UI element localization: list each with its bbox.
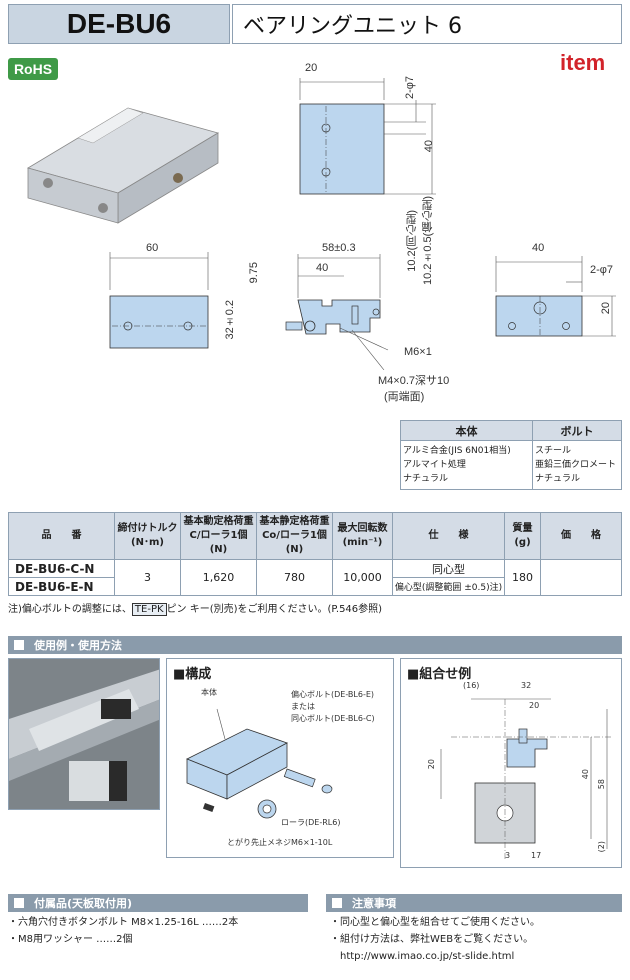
side-view-975-dim: 9.75 [248,262,260,284]
right-view-width-dim: 40 [532,242,545,254]
combination-panel: ■組合せ例 (16) 32 20 20 40 58 3 17 (2) [400,658,622,868]
side-view-m6-label: M6×1 [404,346,432,358]
structure-label-screw: とがり先止メネジM6×1-10L [227,838,333,847]
combo-dim-17: 17 [531,851,542,860]
cautions-section-bar: 注意事項 [326,894,622,912]
spec-price [540,559,622,596]
combination-title: ■組合せ例 [407,667,472,682]
spec-header-mass: 質量(g) [504,512,541,560]
spec-part-c: DE-BU6-C-N [8,559,115,578]
caution-item: ・組付け方法は、弊社WEBをご覧ください。 [330,934,534,945]
accessories-section-bar: 付属品(天板取付用) [8,894,308,912]
material-body-cell: アルミ合金(JIS 6N01相当) アルマイト処理 ナチュラル [400,440,533,490]
material-bolt-cell: スチール 亜鉛三価クロメート ナチュラル [532,440,622,490]
product-3d-illustration [26,107,220,224]
accessories-list: ・六角穴付きボタンボルト M8×1.25-16L ……2本 ・M8用ワッシャー … [8,914,238,948]
structure-exploded-view [186,708,333,819]
spec-type-e: 偏心型(調整範囲 ±0.5)注) [392,577,505,596]
combo-dim-16: (16) [463,681,480,690]
side-view-58-dim: 58±0.3 [322,242,356,254]
spec-header-stat: 基本静定格荷重 Co/ローラ1個(N) [256,512,333,560]
side-view-drawing [285,254,389,370]
combo-dim-32: 32 [521,681,532,690]
spec-header-part: 品 番 [8,512,115,560]
material-table: 本体 ボルト アルミ合金(JIS 6N01相当) アルマイト処理 ナチュラル ス… [400,420,622,490]
side-view-102a-dim: 10.2(同心型) [406,210,418,272]
rohs-badge: RoHS [8,58,58,80]
side-view-m4-note: (両端面) [384,391,425,403]
spec-torque: 3 [114,559,181,596]
product-name: ベアリングユニット 6 [232,4,622,44]
spec-stat: 780 [256,559,333,596]
structure-label-roller: ローラ(DE-RL6) [281,818,341,827]
spec-rpm: 10,000 [332,559,393,596]
combo-dim-20: 20 [529,701,540,710]
tepk-link[interactable]: TE-PK [131,603,167,616]
cautions-list: ・同心型と偏心型を組合せてご使用ください。 ・組付け方法は、弊社WEBをご覧くだ… [330,914,540,965]
right-view-drawing [495,256,616,337]
structure-label-bolt-c: 同心ボルト(DE-BL6-C) [291,714,375,723]
spec-dyn: 1,620 [180,559,257,596]
product-code: DE-BU6 [8,4,230,44]
spec-part-e: DE-BU6-E-N [8,577,115,596]
spec-header-price: 価 格 [540,512,622,560]
structure-label-body: 本体 [201,688,217,697]
structure-label-or: または [291,702,315,711]
caution-item: ・同心型と偏心型を組合せてご使用ください。 [330,917,540,928]
spec-type-c: 同心型 [392,559,505,578]
right-view-holes-dim: 2-φ7 [590,264,614,276]
spec-header-rpm: 最大回転数(min⁻¹) [332,512,393,560]
pencil-icon [332,898,342,908]
caution-url-link[interactable]: http://www.imao.co.jp/st-slide.html [330,951,515,962]
combo-dim-40: 40 [581,769,590,780]
side-view-102b-dim: 10.2±0.5(偏心型) [422,196,434,286]
accessory-item: ・M8用ワッシャー ……2個 [8,934,133,945]
spec-header-dyn: 基本動定格荷重 C/ローラ1個(N) [180,512,257,560]
spec-header-spec: 仕 様 [392,512,505,560]
top-view-holes-dim: 2-φ7 [404,76,416,100]
front-view-width-dim: 60 [146,242,159,254]
side-view-40-dim: 40 [316,262,329,274]
combination-drawing [440,698,611,859]
front-view-height-dim: 32±0.2 [224,300,236,340]
side-view-m4-label: M4×0.7深サ10 [378,375,450,387]
accessory-item: ・六角穴付きボタンボルト M8×1.25-16L ……2本 [8,917,239,928]
spec-table: 品 番 締付けトルク(N･m) 基本動定格荷重 C/ローラ1個(N) 基本静定格… [8,512,622,596]
usage-photo [8,658,160,810]
spec-mass: 180 [504,559,541,596]
combo-dim-2: (2) [597,841,606,853]
structure-title: ■構成 [173,667,212,682]
usage-section-bar: 使用例・使用方法 [8,636,622,654]
spec-header-torque: 締付けトルク(N･m) [114,512,181,560]
top-view-height-dim: 40 [423,140,435,153]
structure-panel: ■構成 本体 偏心ボルト(DE-BL6-E) または 同心ボルト(DE-BL6-… [166,658,394,858]
material-header-bolt: ボルト [532,420,622,441]
top-view-width-dim: 20 [305,62,318,74]
right-view-height-dim: 20 [600,302,612,315]
material-header-body: 本体 [400,420,533,441]
combo-dim-58: 58 [597,779,606,790]
combo-dim-3: 3 [505,851,511,860]
structure-label-bolt-e: 偏心ボルト(DE-BL6-E) [291,690,375,699]
top-view-drawing [299,78,436,195]
combo-dim-20b: 20 [427,759,436,770]
front-view-drawing [109,252,209,349]
brand-logo: item [560,50,606,75]
